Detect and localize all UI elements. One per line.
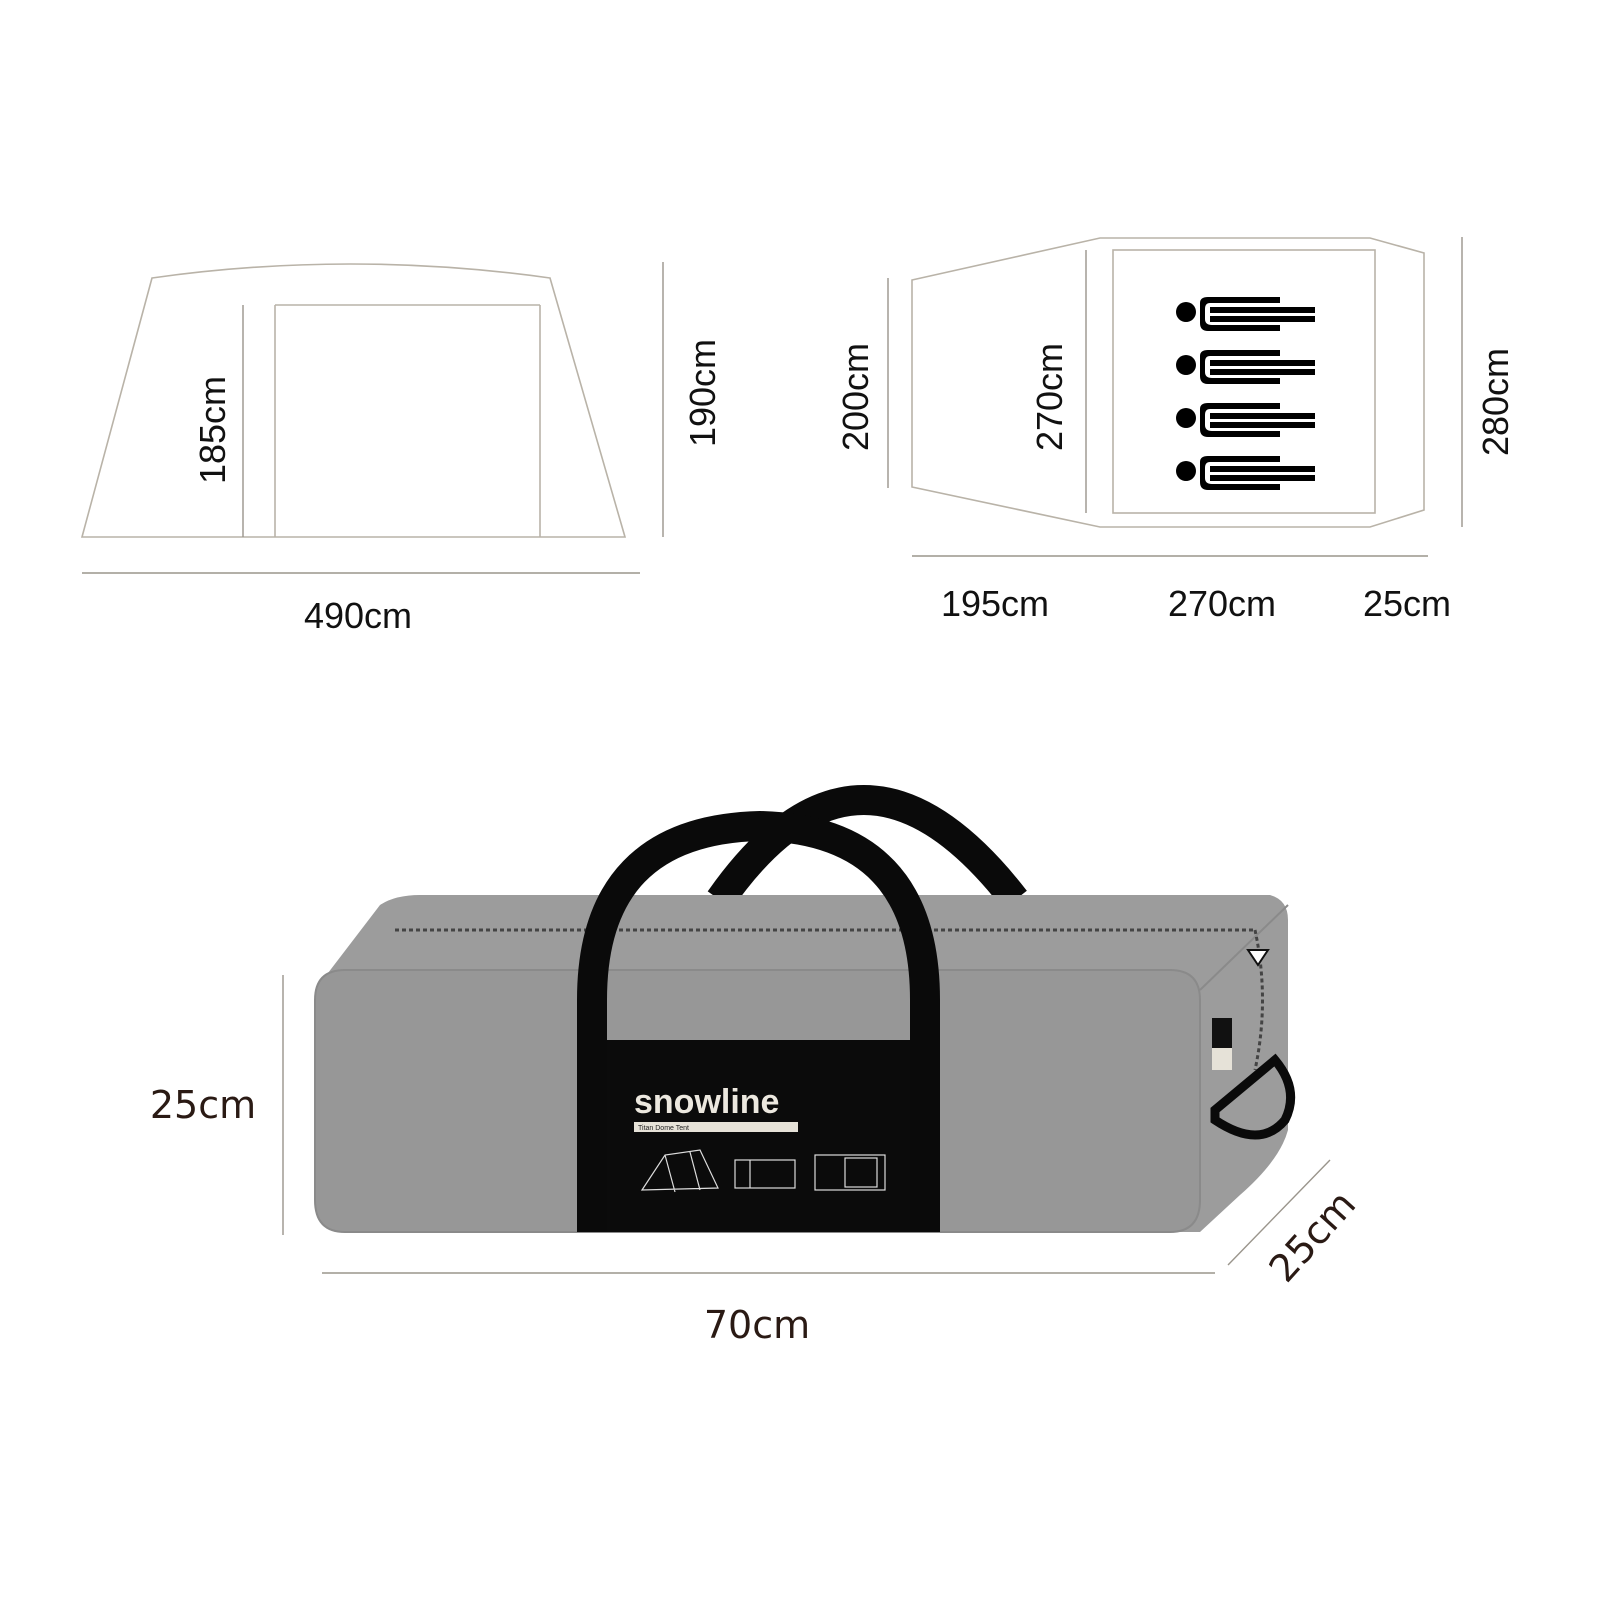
person-icon xyxy=(1176,297,1315,331)
person-icon xyxy=(1176,403,1315,437)
inner-tent-outline xyxy=(1112,249,1376,514)
inner-height-label: 185cm xyxy=(192,376,233,484)
floor-plan-outline xyxy=(911,237,1425,528)
rear-length-label: 25cm xyxy=(1363,583,1451,624)
tent-side-outline xyxy=(80,263,627,538)
bag-length-label: 70cm xyxy=(704,1303,810,1347)
zipper-side xyxy=(1253,929,1264,1071)
vestibule-height-label: 200cm xyxy=(835,343,876,451)
tent-side-view: 185cm 190cm 490cm xyxy=(80,262,723,636)
bag-label-panel xyxy=(578,1040,940,1232)
length-label: 490cm xyxy=(304,595,412,636)
bag-depth-line xyxy=(1227,1159,1331,1266)
bag-tag-light xyxy=(1212,1048,1232,1070)
bag-tag-dark xyxy=(1212,1018,1232,1048)
tent-floor-plan: 200cm 270cm 280cm 195cm 270cm 25cm xyxy=(835,237,1516,624)
vestibule-length-label: 195cm xyxy=(941,583,1049,624)
person-icon xyxy=(1176,456,1315,490)
bag-edge xyxy=(1199,904,1289,991)
inner-length-label: 270cm xyxy=(1168,583,1276,624)
front-handle xyxy=(577,810,940,1232)
person-icons xyxy=(1176,297,1315,490)
back-handle xyxy=(707,785,1027,910)
product-name: Titan Dome Tent xyxy=(638,1125,689,1132)
label-tent-sketches xyxy=(640,1149,886,1193)
brand-logo: snowline xyxy=(634,1083,779,1121)
inner-width-label: 270cm xyxy=(1029,343,1070,451)
carry-bag: snowline Titan Dome Tent 25cm 70cm 25cm xyxy=(150,785,1364,1347)
bag-height-label: 25cm xyxy=(150,1083,256,1127)
product-name-band xyxy=(634,1122,798,1132)
person-icon xyxy=(1176,350,1315,384)
outer-width-label: 280cm xyxy=(1475,348,1516,456)
bag-depth-label: 25cm xyxy=(1260,1182,1364,1290)
d-ring-handle xyxy=(1210,1053,1296,1140)
zipper-pull-icon xyxy=(1246,949,1270,967)
outer-height-label: 190cm xyxy=(682,339,723,447)
